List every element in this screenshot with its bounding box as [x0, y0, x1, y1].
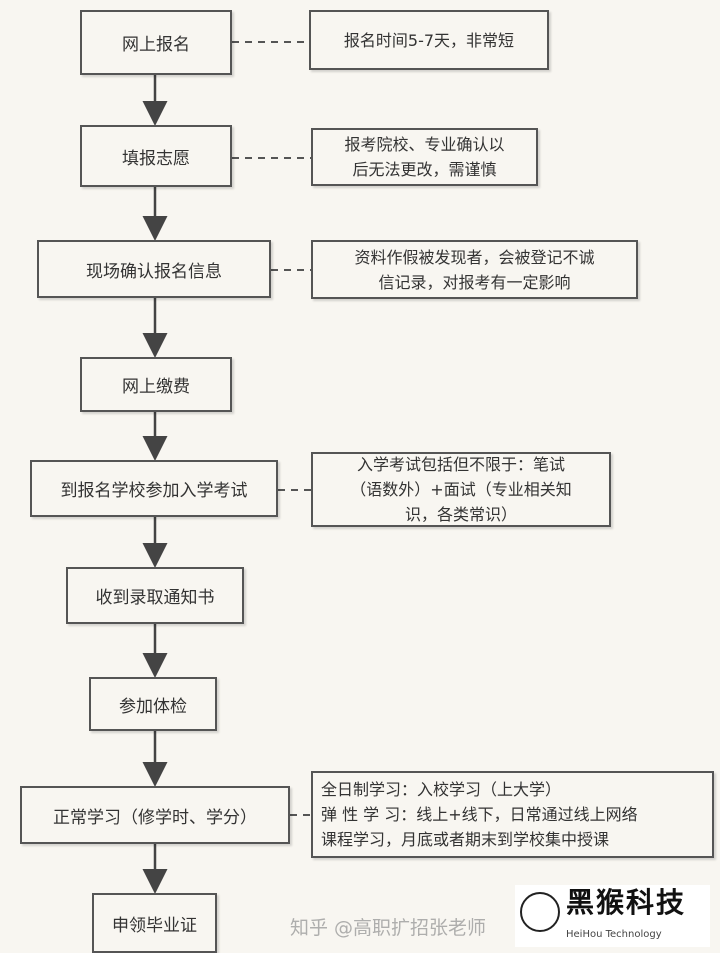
- watermark-logo-text: 黑猴科技: [566, 886, 687, 919]
- note-false-info-warning: 资料作假被发现者，会被登记不诚 信记录，对报考有一定影响: [311, 240, 638, 299]
- note-study-modes: 全日制学习：入校学习（上大学） 弹 性 学 习：线上+线下，日常通过线上网络 课…: [311, 771, 714, 858]
- step-onsite-confirmation: 现场确认报名信息: [37, 240, 271, 298]
- note-registration-time: 报名时间5-7天，非常短: [309, 10, 549, 70]
- step-entrance-exam: 到报名学校参加入学考试: [30, 460, 278, 517]
- watermark-zhihu: 知乎 @高职扩招张老师: [290, 917, 487, 939]
- step-medical-check: 参加体检: [89, 677, 217, 731]
- step-regular-study: 正常学习（修学时、学分）: [20, 786, 290, 844]
- watermark-logo-subtitle: HeiHou Technology: [566, 929, 662, 940]
- note-preferences-warning: 报考院校、专业确认以 后无法更改，需谨慎: [311, 128, 538, 186]
- step-online-payment: 网上缴费: [80, 357, 232, 412]
- step-online-registration: 网上报名: [80, 10, 232, 75]
- step-graduation-certificate: 申领毕业证: [92, 893, 217, 953]
- step-admission-notice: 收到录取通知书: [66, 567, 244, 624]
- note-exam-content: 入学考试包括但不限于：笔试 （语数外）+面试（专业相关知 识，各类常识）: [311, 452, 611, 527]
- logo-seal-icon: [520, 892, 560, 932]
- step-fill-preferences: 填报志愿: [80, 125, 232, 187]
